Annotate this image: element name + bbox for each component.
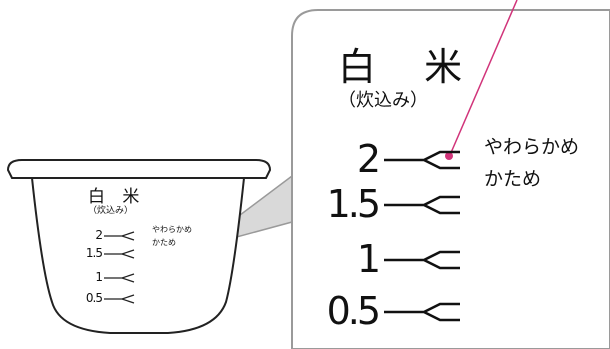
large-label-firm: かため xyxy=(484,168,542,190)
small-mark-2: 2 xyxy=(95,228,103,242)
large-level-1-5-line xyxy=(384,195,460,215)
large-title: 白 米 xyxy=(338,45,481,89)
small-level-2-line xyxy=(104,231,135,241)
small-level-1-line xyxy=(104,273,135,283)
large-mark-1: 1 xyxy=(356,237,381,281)
small-level-1-5-line xyxy=(104,249,135,259)
small-subtitle: （炊込み） xyxy=(88,206,134,216)
large-mark-0-5: 0.5 xyxy=(326,289,381,333)
small-mark-1-5: 1.5 xyxy=(85,246,103,260)
small-title: 白 米 xyxy=(88,187,146,207)
small-level-lines xyxy=(104,231,135,304)
small-label-soft: やわらかめ xyxy=(152,225,192,234)
large-level-lines xyxy=(384,150,460,322)
large-label-soft: やわらかめ xyxy=(484,136,580,158)
large-mark-1-5: 1.5 xyxy=(326,182,381,226)
pot-rim xyxy=(6,159,272,179)
pointer-dot xyxy=(445,152,453,160)
inner-pot xyxy=(30,177,246,334)
pointer-line xyxy=(449,0,518,156)
small-mark-1: 1 xyxy=(95,270,103,284)
small-label-firm: かため xyxy=(152,238,176,247)
large-level-1-line xyxy=(384,250,460,270)
large-mark-2: 2 xyxy=(356,137,381,181)
large-level-2-line xyxy=(384,150,460,170)
small-level-0-5-line xyxy=(104,294,135,304)
small-mark-0-5: 0.5 xyxy=(85,291,103,305)
large-level-0-5-line xyxy=(384,302,460,322)
large-subtitle: （炊込み） xyxy=(338,90,428,111)
zoom-callout-box xyxy=(291,9,610,349)
